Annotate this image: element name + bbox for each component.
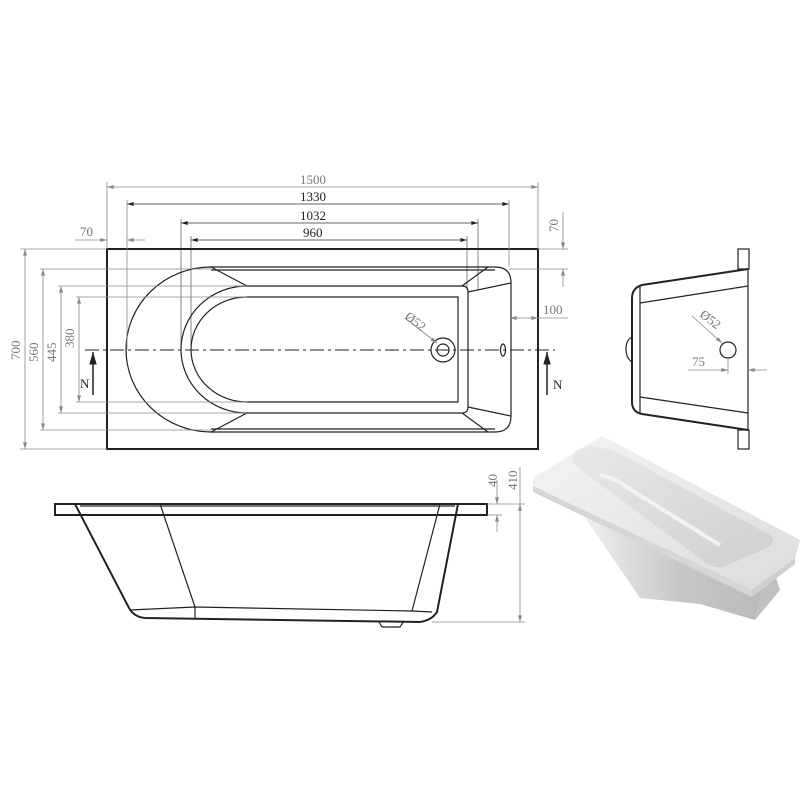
drain-hole <box>430 337 456 363</box>
dim-inner-length: 1330 <box>300 189 326 204</box>
render-rim-edge-end <box>752 558 795 597</box>
dim-inner-width: 560 <box>26 343 41 363</box>
horizontal-dimensions: 1500 1330 1032 960 70 100 Ø52 <box>75 172 568 350</box>
bottom-outline <box>190 296 459 403</box>
dim-bowl-length: 1032 <box>300 208 326 223</box>
dim-rim-thickness: 40 <box>485 474 500 487</box>
rim-outline <box>106 248 539 450</box>
bowl-outline <box>180 285 469 414</box>
bowl-chamfer-lines <box>210 266 512 433</box>
end-side-edge-top <box>639 285 749 304</box>
render-bowl <box>572 446 774 568</box>
render-side-panel <box>584 516 770 620</box>
dim-overall-width: 700 <box>8 341 23 361</box>
dim-rim-offset-right: 70 <box>546 219 561 232</box>
dim-overall-height: 410 <box>505 471 520 491</box>
vertical-dimensions: 700 560 445 380 70 <box>8 212 568 450</box>
front-body-outline <box>74 503 459 624</box>
height-dimensions: 40 410 <box>432 467 525 623</box>
dim-drain-end-offset: 100 <box>543 302 563 317</box>
front-inner-edge-right <box>411 503 441 612</box>
section-marker-left: N <box>80 376 90 391</box>
overflow-hole-end <box>719 341 737 359</box>
dim-drain-diameter: Ø52 <box>402 309 429 335</box>
dim-overflow-diameter: Ø52 <box>697 307 724 333</box>
bathtub-3d-render <box>533 436 800 620</box>
front-foot <box>378 620 405 628</box>
overflow-hole <box>499 343 507 357</box>
flange-top <box>737 248 750 270</box>
end-body-outline <box>631 268 749 431</box>
dim-overflow-offset: 75 <box>692 354 705 369</box>
end-view: Ø52 75 <box>625 248 767 450</box>
front-view <box>54 503 488 628</box>
outer-bowl-outline <box>125 266 512 433</box>
end-drain-bump <box>625 336 633 363</box>
dim-bottom-width: 380 <box>62 329 77 349</box>
render-bowl-highlight <box>599 473 722 547</box>
dim-bowl-width: 445 <box>44 343 59 363</box>
front-inner-edge-left <box>159 503 196 608</box>
dim-bottom-length: 960 <box>303 225 323 240</box>
render-rim-edge-front <box>533 486 752 597</box>
end-side-edge-bottom <box>639 396 749 414</box>
leader-line-drain-diameter <box>404 317 438 344</box>
front-bottom-edge <box>129 606 433 613</box>
leader-line-overflow-diameter <box>691 315 723 344</box>
section-marker-right: N <box>553 377 563 392</box>
flange-bottom <box>737 429 750 450</box>
drain-hole-inner <box>436 343 450 357</box>
dim-overall-length: 1500 <box>300 172 326 187</box>
top-view: N N <box>80 248 563 450</box>
front-rim <box>54 503 488 516</box>
dim-rim-offset-left: 70 <box>80 224 93 239</box>
